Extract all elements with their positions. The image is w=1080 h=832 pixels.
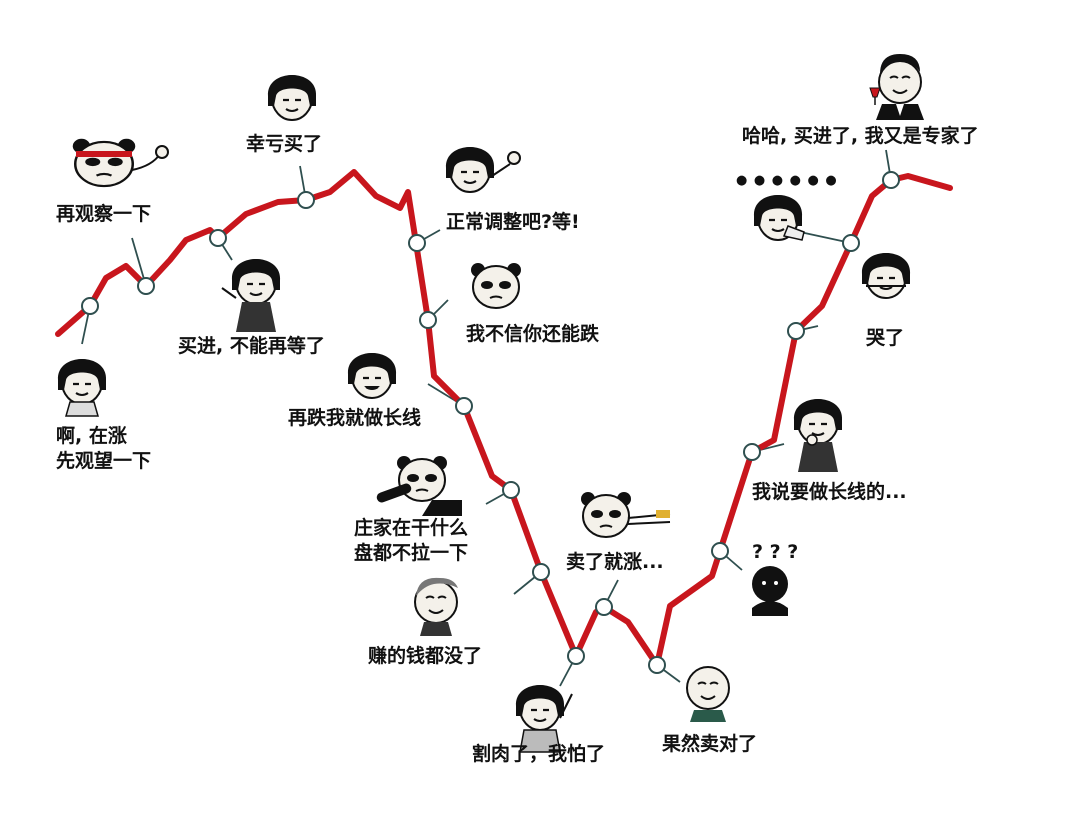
curve-nodes (81, 171, 900, 674)
bald-man-face-icon (414, 577, 458, 636)
bowl-cut-face-grinning-icon (346, 351, 398, 400)
black-silhouette-face-icon (752, 566, 788, 616)
bowl-cut-face-sobbing-icon (860, 251, 912, 300)
caption-cried: 哭了 (866, 327, 905, 349)
round-face-smiling-icon (686, 666, 730, 722)
panda-face-lying-icon (376, 455, 462, 516)
caption-lucky: 幸亏买了 (246, 133, 323, 155)
bowl-cut-girl-drinking-icon (221, 257, 282, 332)
caption-lost-gains: 赚的钱都没了 (368, 645, 483, 667)
caption-sold-right: 果然卖对了 (662, 733, 758, 755)
caption-rising: 啊, 在涨先观望一下 (56, 425, 152, 472)
caption-disbelief: 我不信你还能跌 (466, 323, 600, 345)
panda-face-annoyed-icon (470, 262, 522, 309)
caption-confused: ? ? ? (752, 541, 799, 563)
businessman-wine-icon (869, 54, 924, 120)
caption-speechless: ● ● ● ● ● ● (736, 173, 838, 188)
caption-sold-rises: 卖了就涨... (566, 551, 664, 573)
bowl-cut-face-worried-icon (56, 357, 108, 417)
caption-observe: 再观察一下 (56, 203, 152, 225)
caption-long-term: 再跌我就做长线 (288, 407, 422, 429)
bowl-cut-face-crying-arm-icon (514, 683, 573, 753)
bowl-cut-face-tissue-icon (752, 193, 805, 242)
caption-expert: 哈哈, 买进了, 我又是专家了 (742, 125, 979, 147)
caption-adjust: 正常调整吧?等! (446, 211, 580, 233)
caption-cut-loss: 割肉了，我怕了 (472, 743, 606, 765)
caption-buy-in: 买进, 不能再等了 (178, 335, 325, 357)
bowl-cut-girl-thinking-icon (792, 397, 844, 472)
caption-should-hold: 我说要做长线的... (752, 481, 907, 503)
caption-dealer: 庄家在干什么盘都不拉一下 (354, 517, 469, 564)
bowl-cut-face-smug-icon (266, 73, 318, 122)
panda-face-headband-icon (71, 137, 169, 188)
bowl-cut-face-waving-icon (444, 145, 521, 194)
panda-face-chopsticks-icon (580, 491, 671, 538)
